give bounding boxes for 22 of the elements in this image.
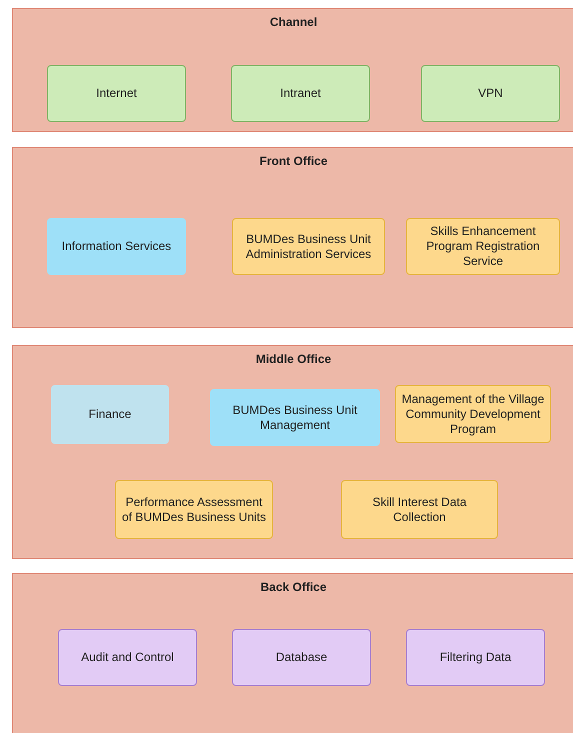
service-box: BUMDes Business Unit Administration Services (232, 218, 385, 275)
service-box: Filtering Data (406, 629, 545, 686)
service-box: VPN (421, 65, 560, 122)
layer-panel (12, 8, 573, 132)
layer-panel (12, 573, 573, 733)
layer-title: Middle Office (254, 352, 332, 366)
service-box: Audit and Control (58, 629, 197, 686)
service-box: Information Services (47, 218, 186, 275)
layer-title: Back Office (259, 580, 328, 594)
service-box: Performance Assessment of BUMDes Business Units (115, 480, 273, 539)
service-box: Skill Interest Data Collection (341, 480, 498, 539)
layer-title: Front Office (258, 154, 328, 168)
service-box: Intranet (231, 65, 370, 122)
service-box: Skills Enhancement Program Registration Service (406, 218, 560, 275)
layer-title: Channel (268, 15, 318, 29)
service-box: Finance (51, 385, 169, 444)
service-box: Internet (47, 65, 186, 122)
layer-panel (12, 147, 573, 328)
service-box: Database (232, 629, 371, 686)
layer-panel (12, 345, 573, 559)
service-box: Management of the Village Community Development Program (395, 385, 551, 443)
service-box: BUMDes Business Unit Management (210, 389, 380, 446)
